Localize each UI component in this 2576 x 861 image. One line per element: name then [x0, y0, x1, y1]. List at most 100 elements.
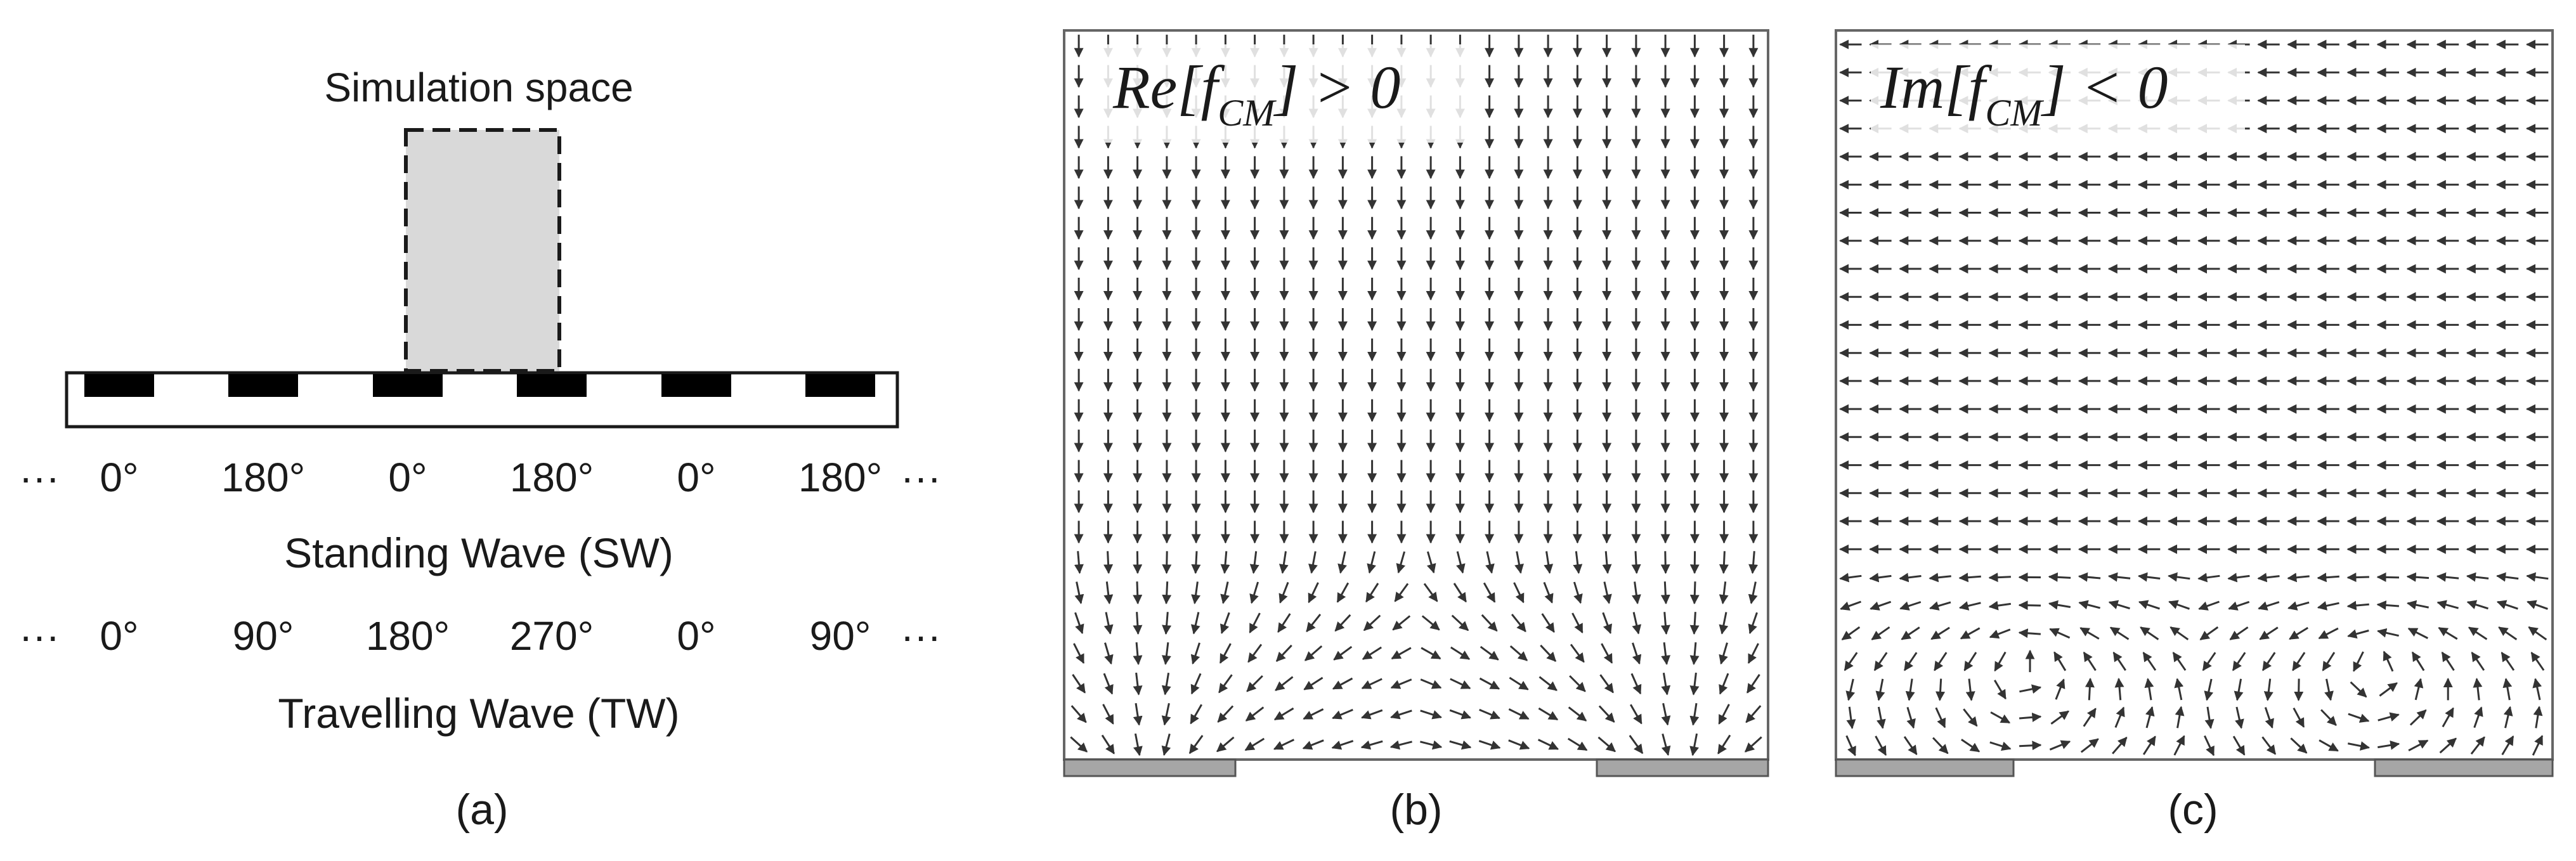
field-arrow — [1480, 645, 1499, 661]
sw-phase: 0° — [100, 455, 138, 500]
field-arrow — [1960, 627, 1981, 640]
field-arrow — [2204, 706, 2215, 729]
field-arrow — [2320, 709, 2337, 726]
field-arrow — [2287, 601, 2310, 611]
field-arrow — [1990, 711, 2011, 724]
field-arrow — [1846, 706, 1856, 729]
field-arrow — [1133, 672, 1143, 696]
field-arrow — [2346, 600, 2369, 611]
field-arrow — [2108, 600, 2130, 610]
field-arrow — [1420, 740, 1443, 750]
panel-b-frame — [1063, 29, 1769, 761]
field-arrow — [1963, 708, 1978, 727]
field-arrow — [1602, 551, 1612, 574]
field-arrow — [2263, 678, 2274, 701]
electrode — [84, 374, 154, 397]
field-arrow — [1660, 612, 1670, 635]
field-arrow — [2085, 678, 2095, 701]
field-arrow — [1103, 673, 1114, 695]
field-arrow — [2501, 651, 2515, 671]
field-arrow — [1133, 551, 1143, 574]
field-arrow — [2406, 572, 2430, 582]
field-arrow — [1161, 702, 1171, 726]
field-arrow — [1719, 612, 1729, 635]
field-arrow — [1631, 551, 1641, 574]
field-arrow — [2353, 651, 2364, 672]
substrate-outline — [65, 371, 899, 429]
field-arrow — [2317, 601, 2339, 611]
field-arrow — [2257, 573, 2280, 583]
field-arrow — [1390, 709, 1412, 720]
field-arrow — [2138, 600, 2160, 610]
field-arrow — [2080, 738, 2099, 753]
field-arrow — [1511, 613, 1526, 633]
field-arrow — [1989, 628, 2011, 639]
field-arrow — [2018, 628, 2041, 638]
field-arrow — [1275, 644, 1292, 662]
field-arrow — [2232, 735, 2246, 756]
sw-phase: 180° — [510, 455, 594, 500]
field-arrow — [1161, 672, 1171, 696]
caption-b: (b) — [1389, 786, 1442, 834]
field-arrow — [2526, 572, 2549, 582]
field-arrow — [2317, 573, 2339, 583]
field-arrow — [1303, 676, 1324, 690]
field-arrow — [1485, 551, 1495, 574]
formula-c-sub: CM — [1985, 92, 2044, 134]
field-arrow — [1308, 582, 1319, 604]
field-arrow — [1899, 573, 1922, 583]
substrate-c-right — [2374, 758, 2554, 777]
field-arrow — [2292, 652, 2306, 671]
field-arrow — [1988, 600, 2012, 611]
field-arrow — [1660, 551, 1670, 574]
field-arrow — [1249, 581, 1259, 604]
field-arrow — [2466, 572, 2489, 582]
field-arrow — [1275, 676, 1294, 691]
field-arrow — [1871, 626, 1890, 640]
field-arrow — [1360, 709, 1383, 720]
field-arrow — [1450, 646, 1471, 660]
field-arrow — [1544, 551, 1554, 574]
field-arrow — [1453, 583, 1467, 603]
field-arrow — [1661, 702, 1671, 726]
formula-b-sub: CM — [1218, 92, 1277, 134]
formula-b: Re[fCM] > 0 — [1112, 53, 1400, 134]
field-arrow — [1191, 581, 1201, 605]
field-arrow — [2229, 626, 2249, 640]
field-arrow — [1420, 678, 1442, 689]
substrate-c-left — [1835, 758, 2015, 777]
field-arrow — [2290, 737, 2308, 754]
field-arrow — [2442, 707, 2454, 728]
field-arrow — [2287, 573, 2310, 583]
field-arrow — [1246, 675, 1263, 692]
field-arrow — [2379, 682, 2398, 697]
field-arrow — [1360, 740, 1383, 750]
field-arrow — [2204, 735, 2215, 756]
field-arrow — [2350, 681, 2367, 698]
field-arrow — [1901, 626, 1920, 640]
field-arrow — [1306, 613, 1322, 633]
field-arrow — [1571, 612, 1584, 634]
field-arrow — [1840, 600, 1862, 611]
field-arrow — [2112, 736, 2128, 754]
panel-b: Re[fCM] > 0 (b) — [1063, 29, 1769, 834]
field-arrow — [1483, 582, 1496, 603]
tw-phase: 270° — [510, 613, 594, 659]
sw-phase: 0° — [388, 455, 427, 500]
field-arrow — [1333, 645, 1353, 661]
field-arrow — [1748, 612, 1758, 635]
field-arrow — [2532, 735, 2544, 756]
sw-phase: 180° — [221, 455, 305, 500]
field-arrow — [2109, 626, 2130, 640]
field-arrow — [2319, 739, 2339, 752]
field-arrow — [1661, 672, 1671, 696]
field-arrow — [1573, 551, 1583, 574]
field-arrow — [2053, 651, 2067, 671]
field-arrow — [2258, 601, 2280, 611]
field-arrow — [1074, 612, 1084, 635]
dots-left: ··· — [19, 455, 60, 500]
field-arrow — [1450, 678, 1471, 689]
field-arrow — [1603, 581, 1612, 604]
formula-c: Im[fCM] < 0 — [1880, 53, 2168, 134]
